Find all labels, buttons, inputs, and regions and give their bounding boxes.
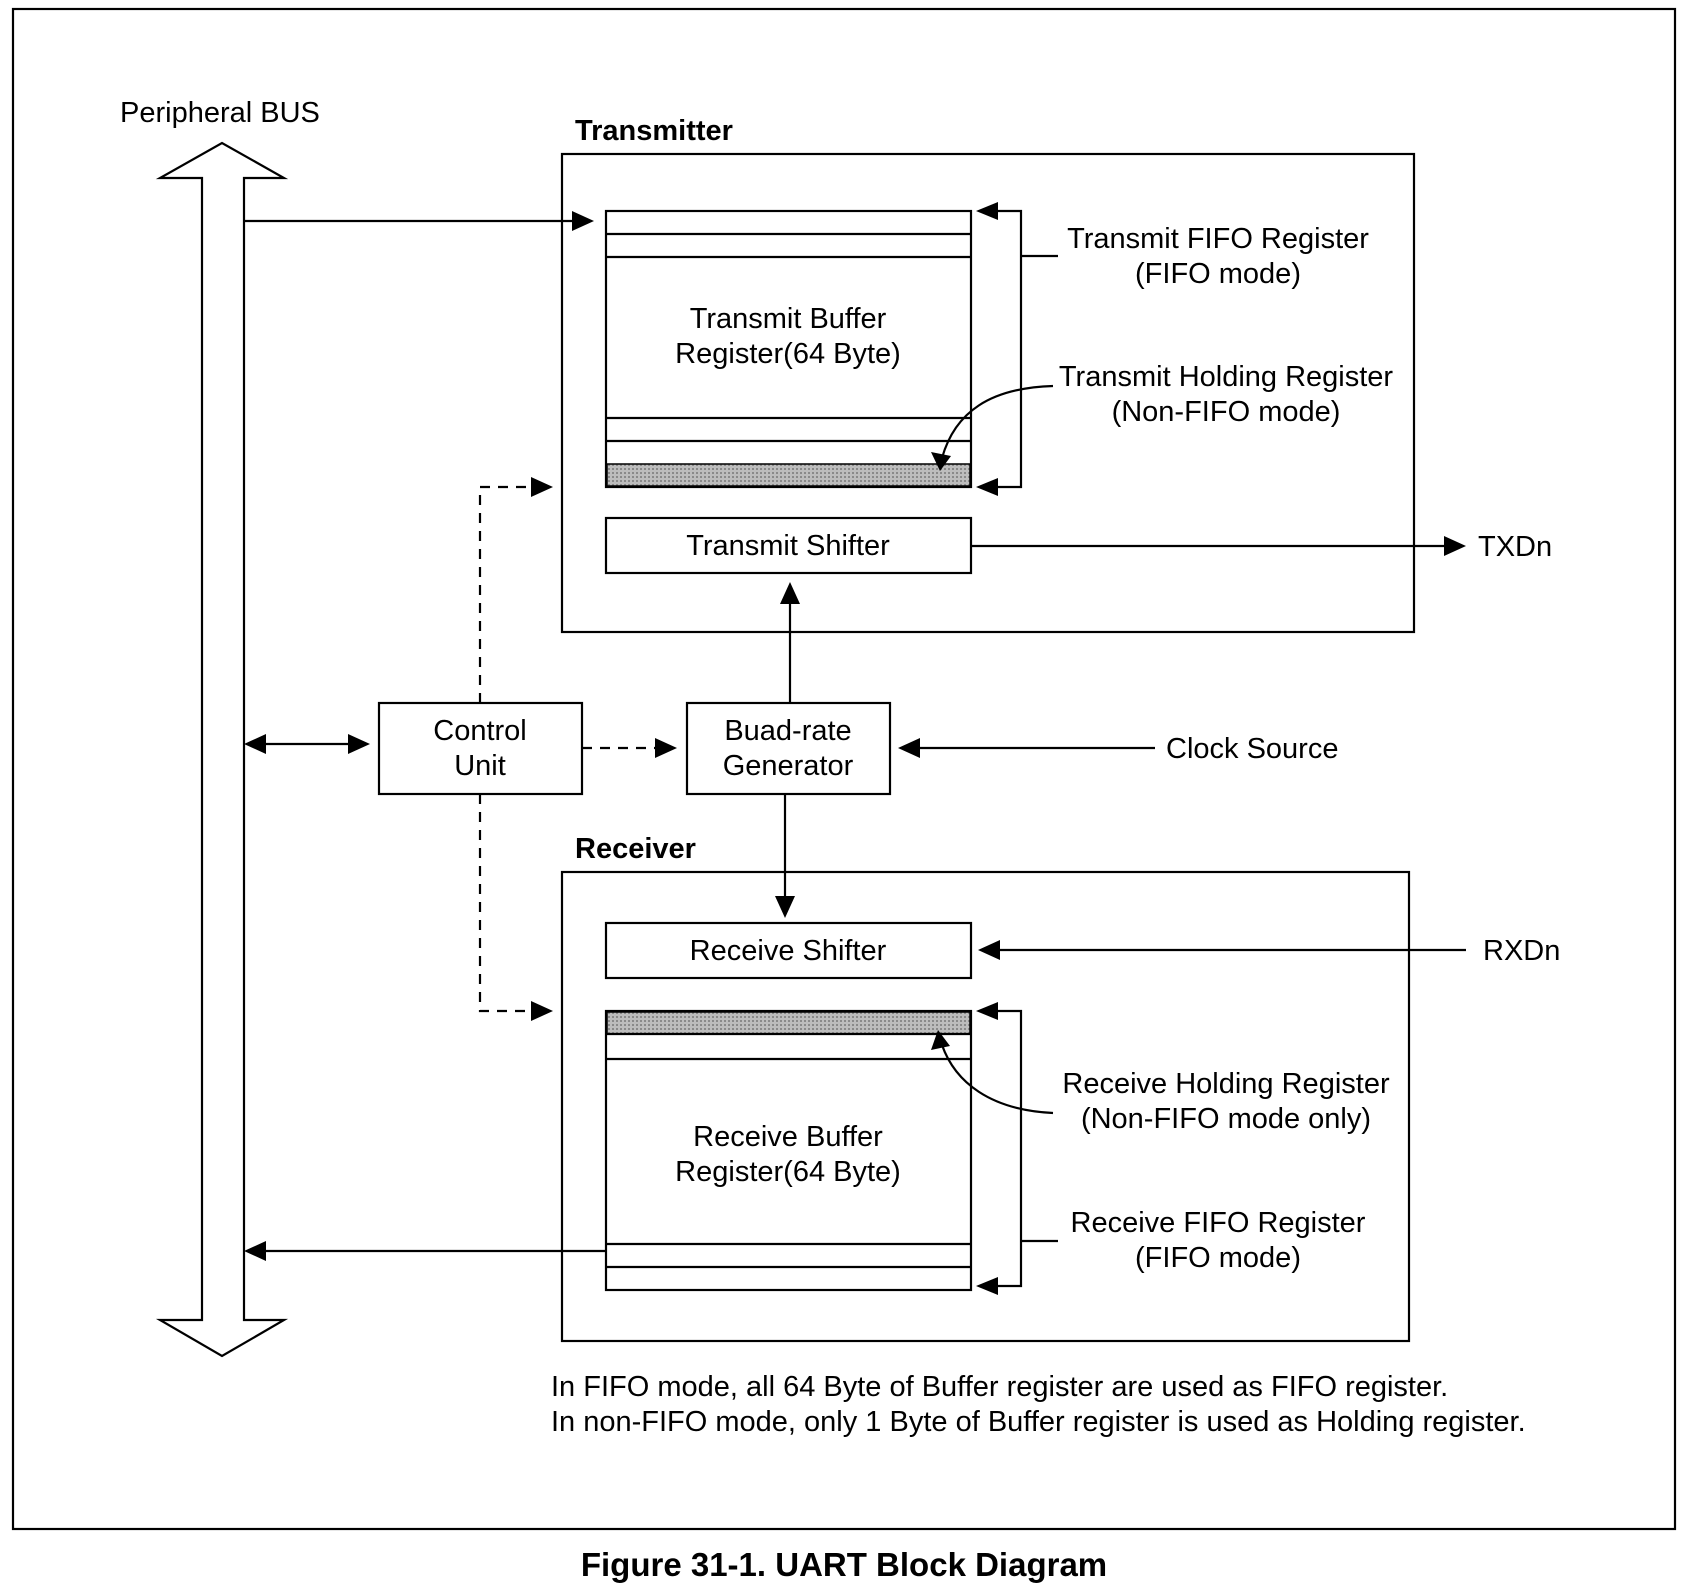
receiver-block: [560, 870, 1411, 1343]
receive-shifter: [604, 921, 973, 980]
bus-to-transmit-arrow: [244, 211, 594, 231]
note-line-1: In FIFO mode, all 64 Byte of Buffer regi…: [551, 1371, 1448, 1403]
baud-to-transmit-arrow: [780, 582, 800, 703]
transmit-shifter-label: Transmit Shifter: [686, 530, 890, 562]
transmit-holding-label-2: (Non-FIFO mode): [1112, 396, 1341, 428]
clock-source-arrow: [898, 738, 1155, 758]
transmitter-block: [560, 152, 1416, 634]
rxd-input-arrow: [978, 940, 1466, 960]
transmit-holding-label-1: Transmit Holding Register: [1059, 361, 1393, 393]
clock-source-label: Clock Source: [1166, 733, 1338, 765]
transmit-holding-pointer: [931, 384, 1054, 471]
transmit-fifo-bracket: [976, 202, 1058, 496]
transmit-fifo-label-2: (FIFO mode): [1135, 258, 1301, 290]
receive-fifo-label-1: Receive FIFO Register: [1071, 1207, 1366, 1239]
peripheral-bus-label: Peripheral BUS: [120, 97, 320, 129]
receive-to-bus-arrow: [244, 1241, 606, 1261]
receive-buffer-label-2: Register(64 Byte): [675, 1156, 901, 1188]
receiver-title: Receiver: [575, 833, 696, 865]
receive-buffer-label-1: Receive Buffer: [693, 1121, 883, 1153]
baud-rate-label-2: Generator: [723, 750, 854, 782]
receive-holding-label-1: Receive Holding Register: [1062, 1068, 1390, 1100]
baud-rate-generator: [685, 701, 892, 796]
txd-label: TXDn: [1478, 531, 1552, 563]
receive-holding-label-2: (Non-FIFO mode only): [1081, 1103, 1371, 1135]
transmit-holding-cell: [606, 463, 971, 487]
baud-rate-label-1: Buad-rate: [724, 715, 851, 747]
control-to-baud-dashed: [582, 738, 677, 758]
peripheral-bus-arrow: [155, 141, 289, 1358]
figure-frame: [11, 7, 1677, 1531]
baud-to-receive-arrow: [775, 794, 795, 918]
note-line-2: In non-FIFO mode, only 1 Byte of Buffer …: [551, 1406, 1526, 1438]
txd-output-arrow: [971, 536, 1466, 556]
control-unit: [377, 701, 584, 796]
receive-fifo-bracket: [976, 1002, 1058, 1295]
bus-control-double-arrow: [244, 734, 370, 754]
receive-holding-pointer: [931, 1030, 1054, 1115]
transmit-buffer-label-2: Register(64 Byte): [675, 338, 901, 370]
figure-caption: Figure 31-1. UART Block Diagram: [581, 1546, 1107, 1583]
receive-holding-cell: [606, 1011, 971, 1035]
receive-shifter-label: Receive Shifter: [690, 935, 887, 967]
control-to-transmitter-dashed: [478, 477, 553, 703]
transmitter-title: Transmitter: [575, 115, 733, 147]
control-unit-label-1: Control: [433, 715, 527, 747]
control-unit-label-2: Unit: [454, 750, 506, 782]
transmit-buffer-label-1: Transmit Buffer: [690, 303, 887, 335]
transmit-fifo-label-1: Transmit FIFO Register: [1067, 223, 1369, 255]
receive-buffer-register: [604, 1009, 973, 1292]
rxd-label: RXDn: [1483, 935, 1560, 967]
receive-fifo-label-2: (FIFO mode): [1135, 1242, 1301, 1274]
control-to-receiver-dashed: [478, 794, 553, 1021]
transmit-buffer-register: [604, 209, 973, 489]
